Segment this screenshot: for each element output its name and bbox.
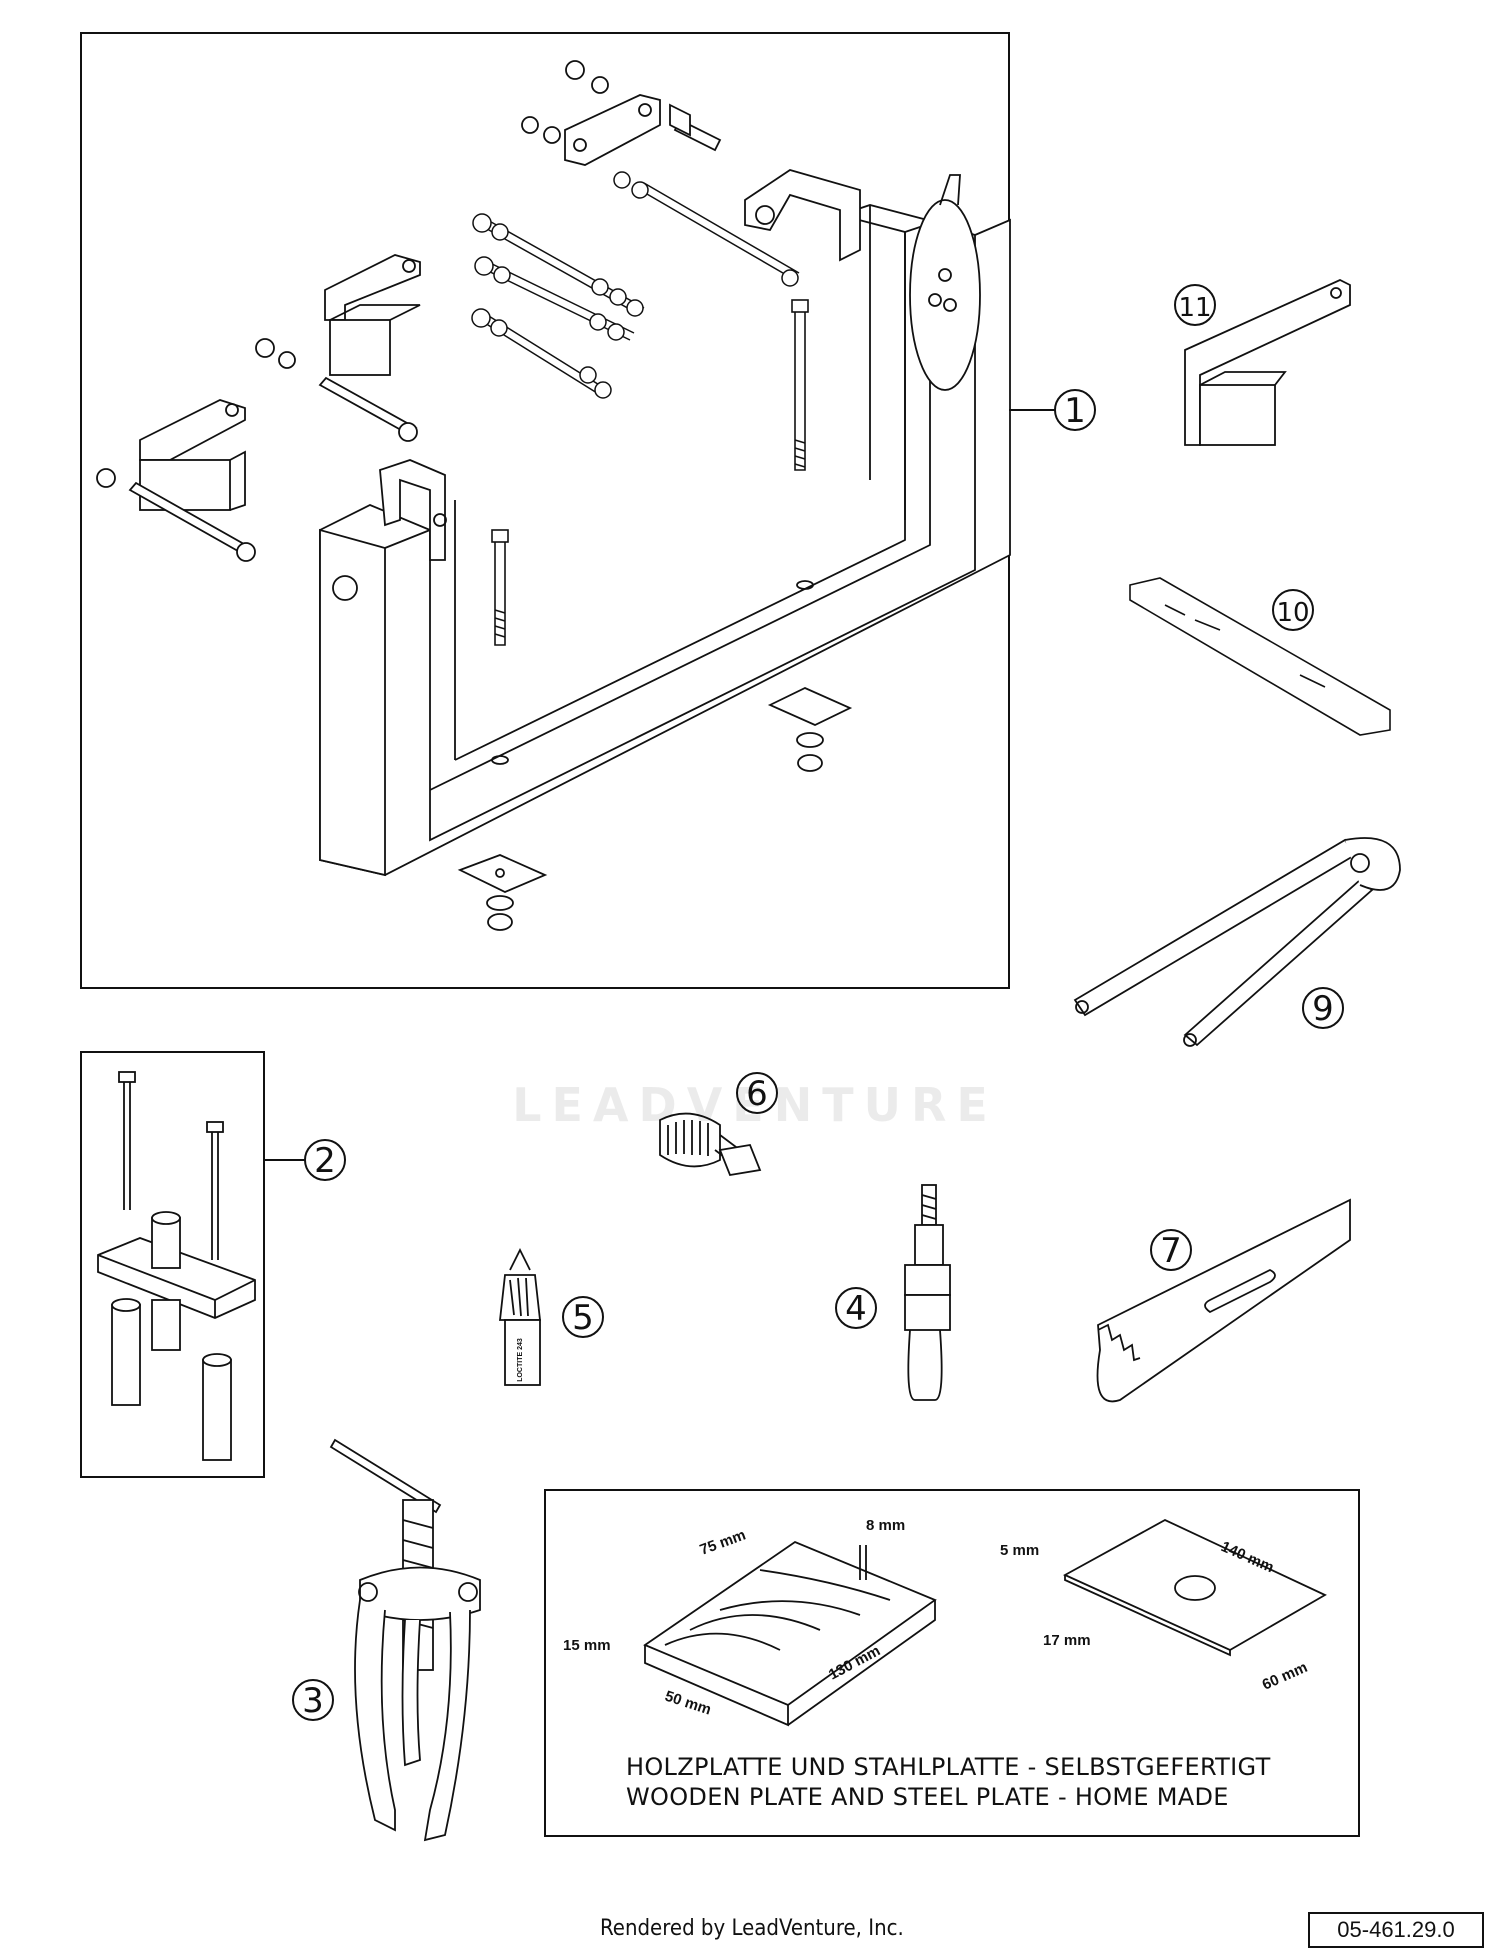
wooden-plate	[643, 1540, 937, 1727]
svg-text:10: 10	[1276, 598, 1309, 628]
dim-75mm: 75 mm	[698, 1527, 748, 1559]
dim-60mm: 60 mm	[1260, 1659, 1310, 1694]
dim-50mm: 50 mm	[663, 1688, 713, 1719]
item-7-hook-spanner	[1096, 1198, 1351, 1403]
item-5-threadlock-tube: LOCTITE 243	[498, 1247, 542, 1386]
watermark: LEADVENTURE	[512, 1078, 998, 1132]
svg-text:5: 5	[572, 1298, 594, 1338]
dim-5mm: 5 mm	[1000, 1542, 1039, 1559]
group-frame-2	[80, 1051, 265, 1478]
callout-9: 9	[1302, 987, 1344, 1029]
item-3-jaw-puller	[329, 1438, 481, 1842]
item-11-bracket	[1184, 279, 1351, 446]
svg-text:9: 9	[1312, 989, 1334, 1029]
item-9-pin-wrench	[1073, 837, 1401, 1047]
plates-caption-en: WOODEN PLATE AND STEEL PLATE - HOME MADE	[626, 1783, 1229, 1811]
item-2-puller-set	[97, 1071, 256, 1461]
callout-6: 6	[736, 1072, 778, 1114]
svg-text:3: 3	[302, 1681, 324, 1721]
svg-text:4: 4	[845, 1289, 867, 1329]
tube-label: LOCTITE 243	[517, 1338, 524, 1382]
callout-11: 11	[1174, 284, 1216, 326]
engine-stand-illustration	[96, 60, 1011, 931]
callout-5: 5	[562, 1296, 604, 1338]
dim-17mm: 17 mm	[1043, 1632, 1091, 1649]
item-4-slide-hammer	[904, 1184, 951, 1401]
diagram-reference-number: 05-461.29.0	[1308, 1912, 1484, 1948]
item-10-gauge	[1129, 577, 1391, 736]
callout-4: 4	[835, 1287, 877, 1329]
dim-8mm: 8 mm	[866, 1517, 905, 1534]
plates-frame	[544, 1489, 1360, 1837]
callout-1-label: 1	[1064, 391, 1086, 431]
rendered-by-text: Rendered by LeadVenture, Inc.	[600, 1916, 904, 1941]
callout-10: 10	[1272, 589, 1314, 631]
callout-1: 1	[1054, 389, 1096, 431]
steel-plate	[1062, 1518, 1327, 1657]
svg-text:7: 7	[1160, 1231, 1182, 1271]
callout-7: 7	[1150, 1229, 1192, 1271]
svg-text:2: 2	[314, 1141, 336, 1181]
callout-2: 2	[304, 1139, 346, 1181]
svg-text:6: 6	[746, 1074, 768, 1114]
dim-15mm: 15 mm	[563, 1637, 611, 1654]
item-6-bolt	[659, 1112, 762, 1177]
callout-3: 3	[292, 1679, 334, 1721]
svg-text:11: 11	[1178, 293, 1211, 323]
plates-caption-de: HOLZPLATTE UND STAHLPLATTE - SELBSTGEFER…	[626, 1753, 1271, 1781]
